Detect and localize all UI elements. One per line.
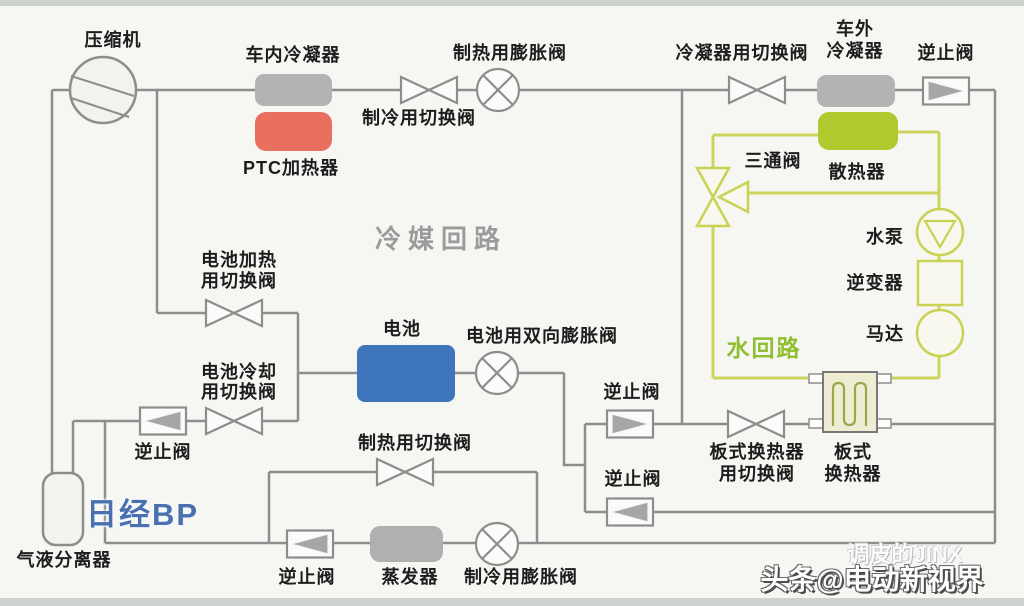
label-inverter: 逆变器 xyxy=(846,273,904,293)
label-water-circuit: 水回路 xyxy=(726,335,802,361)
compressor-body xyxy=(68,55,138,125)
plate-hx-port-tl xyxy=(808,373,824,384)
motor-symbol xyxy=(915,308,965,358)
plate-hx-valve-symbol xyxy=(726,409,786,439)
label-plate-hx-valve-2: 用切换阀 xyxy=(719,464,795,484)
ptc-heater-box xyxy=(255,112,332,151)
label-plate-hx-valve-1: 板式换热器 xyxy=(709,442,805,462)
water-pump-triangle xyxy=(923,219,957,250)
label-check-valve-left: 逆止阀 xyxy=(134,442,192,462)
watermark-toutiao: 头条@电动新视界 xyxy=(760,564,984,595)
label-heating-expansion-valve: 制热用膨胀阀 xyxy=(453,43,567,63)
label-battery: 电池 xyxy=(383,319,421,339)
label-three-way-valve: 三通阀 xyxy=(744,151,802,171)
plate-hx-port-br xyxy=(876,418,892,429)
radiator-box xyxy=(818,112,898,150)
bottom-edge-strip xyxy=(0,598,1024,606)
check-valve-mid-bottom-symbol xyxy=(605,497,655,527)
indoor-condenser-box xyxy=(255,74,332,106)
water-devices xyxy=(915,207,965,358)
label-check-valve-mid-bottom: 逆止阀 xyxy=(604,469,662,489)
inverter-symbol xyxy=(916,259,964,307)
label-check-valve-top-right: 逆止阀 xyxy=(917,43,975,63)
heating-expansion-valve-x xyxy=(482,74,514,106)
label-radiator: 散热器 xyxy=(828,162,886,182)
outdoor-condenser-box xyxy=(817,75,895,107)
label-heating-switch-valve: 制热用切换阀 xyxy=(358,433,472,453)
label-cooling-expansion-valve: 制冷用膨胀阀 xyxy=(464,567,578,587)
label-battery-heating-valve-1: 电池加热 xyxy=(201,250,277,270)
label-condenser-switch-valve: 冷凝器用切换阀 xyxy=(675,43,809,63)
check-valves xyxy=(138,76,971,559)
plate-hx-symbol xyxy=(808,371,892,433)
label-outdoor-condenser-1: 车外 xyxy=(836,19,874,39)
label-battery-heating-valve-2: 用切换阀 xyxy=(201,271,277,291)
gas-liquid-separator-symbol xyxy=(41,471,85,547)
label-battery-cooling-valve-2: 用切换阀 xyxy=(201,382,277,402)
label-plate-hx-2: 换热器 xyxy=(824,464,882,484)
label-indoor-condenser: 车内冷凝器 xyxy=(245,45,341,65)
heating-switch-valve-symbol xyxy=(375,457,435,487)
label-compressor: 压缩机 xyxy=(84,30,142,50)
cooling-switch-valve-symbol xyxy=(399,75,459,105)
switch-valves xyxy=(204,75,787,487)
check-valve-top-right-symbol xyxy=(921,76,971,106)
battery-box xyxy=(357,345,455,402)
line-expansion-down xyxy=(562,373,585,467)
label-ptc-heater: PTC加热器 xyxy=(243,158,339,178)
label-check-valve-bottom: 逆止阀 xyxy=(278,567,336,587)
label-check-valve-mid-top: 逆止阀 xyxy=(603,382,661,402)
watermark-jinx: 调皮的JINX xyxy=(847,542,963,567)
label-evaporator: 蒸发器 xyxy=(381,567,439,587)
label-gas-liquid-separator: 气液分离器 xyxy=(16,550,112,570)
label-plate-hx-1: 板式 xyxy=(834,442,872,462)
compressor-vanes xyxy=(70,75,135,118)
watermark-nikkei-bp: 日经BP xyxy=(86,497,200,532)
three-way-valve-symbol xyxy=(694,166,750,228)
battery-expansion-valve-x xyxy=(481,357,513,389)
evaporator-box xyxy=(370,526,443,562)
compressor-symbol xyxy=(68,55,138,125)
plate-hx-body xyxy=(822,371,878,433)
plate-hx-coil xyxy=(831,381,868,427)
top-edge-strip xyxy=(0,0,1024,6)
plate-hx-port-tr xyxy=(876,373,892,384)
check-valve-bottom-symbol xyxy=(285,529,335,559)
check-valve-left-symbol xyxy=(138,406,188,436)
label-cooling-switch-valve: 制冷用切换阀 xyxy=(362,108,476,128)
label-battery-cooling-valve-1: 电池冷却 xyxy=(201,362,277,382)
cooling-expansion-valve-x xyxy=(481,528,513,560)
label-outdoor-condenser-2: 冷凝器 xyxy=(826,41,884,61)
label-water-pump: 水泵 xyxy=(866,227,904,247)
expansion-valves xyxy=(474,67,521,567)
plate-hx-port-bl xyxy=(808,418,824,429)
condenser-switch-valve-symbol xyxy=(727,75,787,105)
label-motor: 马达 xyxy=(866,324,904,344)
check-valve-mid-top-symbol xyxy=(605,409,655,439)
label-battery-expansion-valve: 电池用双向膨胀阀 xyxy=(466,326,618,346)
battery-cooling-valve-symbol xyxy=(204,406,264,436)
battery-heating-valve-symbol xyxy=(204,298,264,328)
label-refrigerant-circuit: 冷媒回路 xyxy=(374,224,508,254)
